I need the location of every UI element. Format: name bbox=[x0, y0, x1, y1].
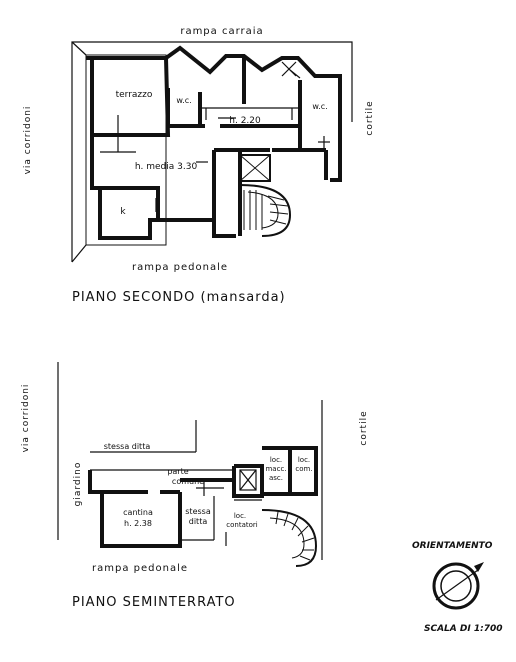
upper-lot-outline bbox=[71, 41, 353, 262]
upper-street-right-label: cortile bbox=[365, 100, 375, 135]
lower-walls bbox=[88, 446, 318, 548]
room-cellar-label-1: cantina bbox=[123, 508, 153, 517]
room-common-part-label-1: parte bbox=[167, 467, 188, 476]
room-height-main-label: h. media 3.30 bbox=[135, 162, 198, 172]
room-height-hall-label: h. 2.20 bbox=[229, 116, 261, 126]
upper-roof-band bbox=[85, 54, 167, 246]
upper-street-bottom-label: rampa pedonale bbox=[132, 262, 228, 273]
room-meter-label-1: loc. bbox=[234, 512, 246, 520]
upper-street-top-label: rampa carraia bbox=[180, 26, 263, 37]
lower-plan: via corridoni cortile giardino rampa ped… bbox=[21, 362, 369, 610]
room-terrace-label: terrazzo bbox=[116, 90, 153, 100]
orientation-label: ORIENTAMENTO bbox=[412, 541, 493, 551]
room-same-company-mid-label-2: ditta bbox=[189, 517, 208, 526]
lower-garden-label: giardino bbox=[73, 462, 83, 507]
upper-lot-left-diagonal bbox=[71, 41, 87, 56]
lower-plan-title: PIANO SEMINTERRATO bbox=[72, 595, 236, 610]
room-common-room-label-1: loc. bbox=[298, 456, 310, 464]
room-common-room-label-2: com. bbox=[295, 465, 312, 473]
lower-street-left-label: via corridoni bbox=[21, 384, 31, 453]
scale-label: SCALA DI 1:700 bbox=[424, 624, 503, 634]
room-common-part-label-2: comune bbox=[172, 477, 204, 486]
compass-icon bbox=[432, 562, 484, 610]
room-lift-label-3: asc. bbox=[269, 474, 283, 482]
room-cellar-label-2: h. 2.38 bbox=[124, 519, 152, 528]
room-same-company-top-label: stessa ditta bbox=[104, 442, 151, 451]
upper-street-left-label: via corridoni bbox=[23, 106, 33, 175]
room-same-company-mid-label-1: stessa bbox=[185, 507, 211, 516]
upper-plan: rampa carraia via corridoni cortile ramp… bbox=[23, 26, 375, 305]
upper-staircase bbox=[239, 154, 292, 237]
legend: ORIENTAMENTO SCALA DI 1:700 bbox=[412, 541, 503, 634]
lower-thin-lines bbox=[90, 469, 262, 546]
lower-staircase bbox=[261, 509, 318, 567]
lower-street-bottom-label: rampa pedonale bbox=[92, 563, 188, 574]
lower-street-right-label: cortile bbox=[359, 410, 369, 445]
room-wc-right-label: w.c. bbox=[312, 102, 327, 111]
room-wc-left-label: w.c. bbox=[176, 96, 191, 105]
room-kitchen-label: k bbox=[120, 207, 126, 217]
upper-thin-lines bbox=[100, 61, 330, 212]
upper-lot-bottom-diagonal bbox=[71, 244, 87, 263]
room-lift-label-1: loc. bbox=[270, 456, 282, 464]
room-meter-label-2: contatori bbox=[226, 521, 258, 529]
upper-walls bbox=[86, 45, 342, 240]
upper-plan-title: PIANO SECONDO (mansarda) bbox=[72, 290, 286, 305]
room-lift-label-2: macc. bbox=[265, 465, 286, 473]
